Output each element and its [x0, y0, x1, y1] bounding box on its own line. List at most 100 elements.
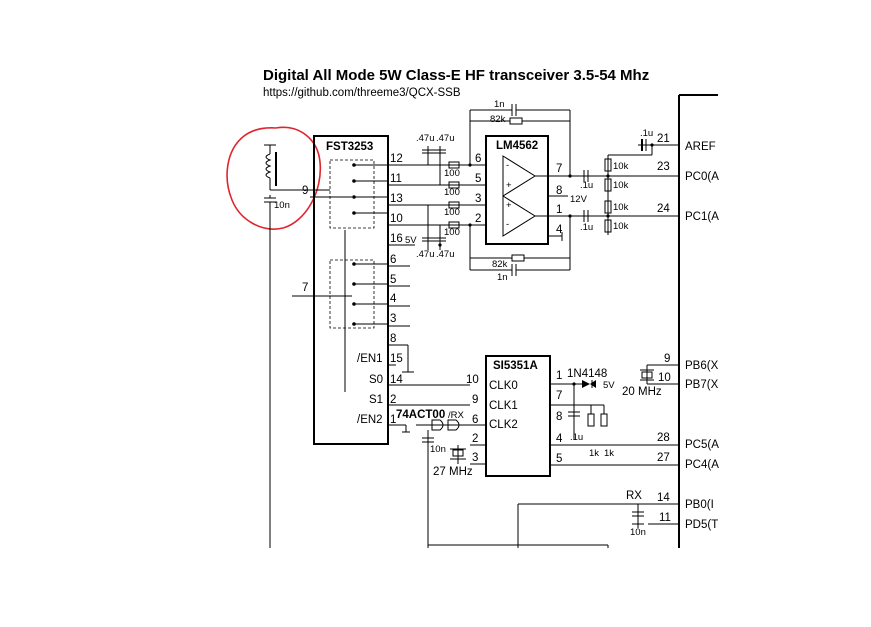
- svg-text:-: -: [506, 160, 509, 171]
- lm4562-body: [485, 135, 549, 245]
- opamp-input-network: .47u .47u 100 100 100 100 .47u .47u: [416, 133, 486, 260]
- svg-text:5: 5: [475, 173, 481, 185]
- svg-text:5V: 5V: [405, 235, 417, 246]
- svg-text:2: 2: [472, 433, 478, 445]
- svg-text:.47u: .47u: [436, 133, 455, 144]
- svg-text:+: +: [506, 180, 512, 191]
- svg-text:5V: 5V: [603, 380, 615, 391]
- svg-text:S1: S1: [369, 394, 383, 406]
- lm4562-opamp: LM4562 - + + - 6 5 3 2 7 8 1 4 12V 1n 82…: [469, 99, 588, 283]
- mcu-atmega: AREF PC0(A PC1(A PB6(X PB7(X PC5(A PC4(A…: [517, 94, 719, 548]
- svg-text:.47u: .47u: [416, 249, 435, 260]
- svg-text:1n: 1n: [494, 99, 505, 110]
- svg-text:-: -: [506, 219, 509, 230]
- svg-text:4: 4: [390, 293, 397, 305]
- svg-text:100: 100: [444, 187, 460, 198]
- svg-text:CLK0: CLK0: [489, 380, 518, 392]
- svg-text:3: 3: [472, 452, 478, 464]
- mcu-pin-pb7: PB7(X: [685, 379, 719, 391]
- svg-text:CLK1: CLK1: [489, 400, 518, 412]
- svg-text:5: 5: [390, 274, 396, 286]
- svg-text:11: 11: [659, 512, 671, 524]
- svg-text:10n: 10n: [430, 444, 446, 455]
- svg-text:.47u: .47u: [436, 249, 455, 260]
- svg-text:28: 28: [657, 432, 670, 444]
- fst-pin-labels: /EN1 S0 S1 /EN2: [357, 353, 383, 426]
- svg-text:10: 10: [658, 372, 671, 384]
- lm4562-label: LM4562: [496, 140, 538, 152]
- svg-text:.1u: .1u: [580, 180, 593, 191]
- svg-text:.1u: .1u: [570, 432, 583, 443]
- svg-text:20 MHz: 20 MHz: [622, 386, 662, 398]
- mcu-pin-pc1: PC1(A: [685, 211, 719, 223]
- svg-text:.47u: .47u: [416, 133, 435, 144]
- svg-text:7: 7: [556, 390, 562, 402]
- svg-text:9: 9: [664, 353, 670, 365]
- svg-text:4: 4: [556, 433, 563, 445]
- svg-text:9: 9: [472, 394, 478, 406]
- mcu-pin-aref: AREF: [685, 141, 716, 153]
- svg-text:10n: 10n: [274, 200, 290, 211]
- svg-text:S0: S0: [369, 374, 383, 386]
- svg-text:CLK2: CLK2: [489, 419, 518, 431]
- svg-text:/EN1: /EN1: [357, 353, 383, 365]
- svg-text:10k: 10k: [613, 161, 629, 172]
- svg-text:4: 4: [556, 224, 563, 236]
- 74act00-label: 74ACT00: [396, 409, 445, 421]
- 74act00-gates: 74ACT00 /RX 10n: [396, 409, 609, 548]
- svg-text:10k: 10k: [613, 202, 629, 213]
- svg-text:1n: 1n: [497, 272, 508, 283]
- svg-text:/RX: /RX: [448, 410, 465, 421]
- svg-text:12V: 12V: [570, 194, 588, 205]
- mux-switches: [344, 163, 388, 392]
- svg-text:.1u: .1u: [640, 128, 653, 139]
- svg-text:7: 7: [302, 282, 308, 294]
- svg-text:27: 27: [657, 452, 670, 464]
- svg-text:11: 11: [390, 173, 402, 185]
- svg-text:RX: RX: [626, 490, 642, 502]
- svg-text:100: 100: [444, 207, 460, 218]
- svg-text:1: 1: [556, 370, 562, 382]
- fst-pin-numbers: 12 11 13 10 16 6 5 4 3 8 15 14 2 1: [390, 153, 403, 426]
- svg-text:5: 5: [556, 453, 562, 465]
- svg-text:2: 2: [475, 213, 481, 225]
- svg-text:82k: 82k: [492, 259, 508, 270]
- svg-text:3: 3: [390, 313, 396, 325]
- svg-text:+: +: [506, 200, 512, 211]
- si5351a-label: SI5351A: [493, 360, 538, 372]
- svg-text:10: 10: [466, 374, 479, 386]
- svg-text:8: 8: [556, 185, 562, 197]
- svg-text:1k: 1k: [589, 448, 599, 459]
- svg-text:82k: 82k: [490, 114, 506, 125]
- svg-text:13: 13: [390, 193, 403, 205]
- svg-text:/EN2: /EN2: [357, 414, 383, 426]
- svg-text:1: 1: [556, 204, 562, 216]
- si5351a-body: [485, 355, 551, 477]
- svg-text:6: 6: [472, 414, 478, 426]
- mcu-pin-pc4: PC4(A: [685, 459, 719, 471]
- fst3253-body: [313, 135, 389, 445]
- svg-text:8: 8: [556, 411, 562, 423]
- svg-text:23: 23: [657, 161, 670, 173]
- svg-text:8: 8: [390, 333, 396, 345]
- mcu-pin-pb0: PB0(I: [685, 499, 714, 511]
- svg-text:6: 6: [475, 153, 481, 165]
- svg-text:10n: 10n: [630, 527, 646, 538]
- red-highlight-circle: [226, 126, 322, 230]
- mcu-pin-pc0: PC0(A: [685, 171, 719, 183]
- svg-text:14: 14: [390, 374, 403, 386]
- fst3253-mux: FST3253 7 12 11 13 10 16 6 5 4 3: [292, 135, 470, 445]
- mcu-pin-pd5: PD5(T: [685, 519, 718, 531]
- svg-text:100: 100: [444, 168, 460, 179]
- svg-text:7: 7: [556, 163, 562, 175]
- svg-text:12: 12: [390, 153, 403, 165]
- svg-text:.1u: .1u: [580, 222, 593, 233]
- svg-text:1: 1: [390, 414, 396, 426]
- svg-text:10k: 10k: [613, 180, 629, 191]
- svg-text:21: 21: [657, 133, 670, 145]
- svg-text:24: 24: [657, 203, 670, 215]
- project-url: https://github.com/threeme3/QCX-SSB: [263, 87, 461, 99]
- svg-text:14: 14: [657, 492, 670, 504]
- antenna-transformer: 10n 9: [226, 126, 330, 548]
